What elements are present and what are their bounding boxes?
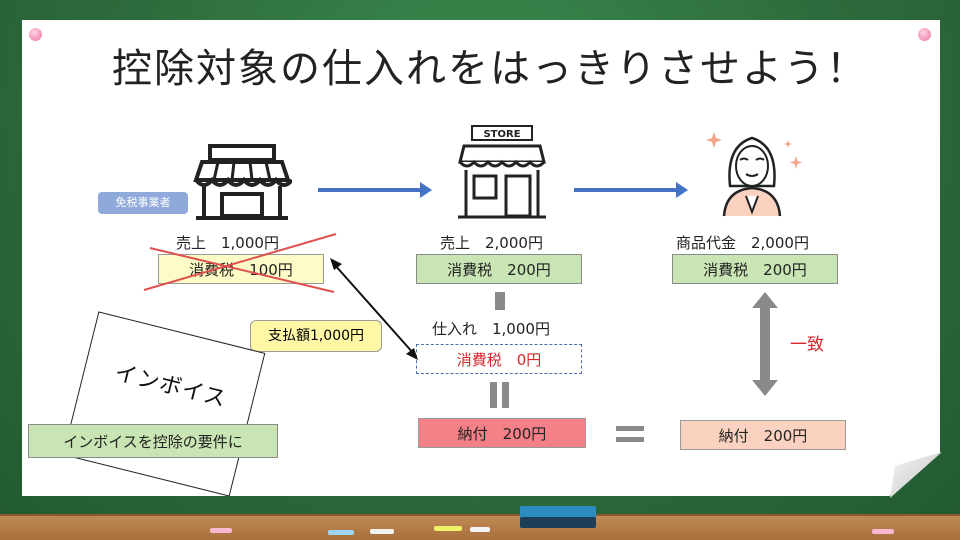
chalk-piece	[872, 529, 894, 534]
middle-sales-label: 売上 2,000円	[440, 234, 543, 252]
chalk-piece	[328, 530, 354, 535]
invoice-doc-text: インボイス	[112, 360, 230, 413]
middle-pay-box: 納付 200円	[418, 418, 586, 448]
eraser	[520, 506, 596, 528]
equals-sign	[502, 382, 509, 408]
left-sales-label: 売上 1,000円	[176, 234, 279, 252]
middle-tax-box: 消費税 200円	[416, 254, 582, 284]
customer-icon	[706, 132, 803, 217]
chalk-piece	[370, 529, 394, 534]
payment-callout: 支払額1,000円	[250, 320, 382, 352]
match-label: 一致	[790, 335, 824, 355]
equals-sign	[490, 382, 497, 408]
chalk-piece	[210, 528, 232, 533]
flow-arrow-right	[574, 182, 688, 198]
strike-cross	[143, 233, 337, 293]
match-arrow	[752, 292, 778, 396]
flow-arrow-right	[318, 182, 432, 198]
price-label: 商品代金 2,000円	[676, 234, 809, 252]
tax-exempt-tag: 免税事業者	[98, 192, 188, 214]
chalk-piece	[434, 526, 462, 531]
shop-icon	[193, 144, 292, 220]
store-icon: STORE	[458, 125, 546, 219]
invoice-requirement-box: インボイスを控除の要件に	[28, 424, 278, 458]
payment-link-arrow	[330, 258, 418, 360]
store-sign-text: STORE	[483, 129, 520, 140]
chalk-piece	[470, 527, 490, 532]
equals-sign	[616, 426, 644, 431]
minus-sign	[495, 292, 505, 310]
purchase-tax-box: 消費税 0円	[416, 344, 582, 374]
pin-icon	[29, 28, 42, 41]
page-title: 控除対象の仕入れをはっきりさせよう！	[112, 46, 868, 92]
right-pay-box: 納付 200円	[680, 420, 846, 450]
equals-sign	[616, 437, 644, 442]
pin-icon	[918, 28, 931, 41]
purchase-label: 仕入れ 1,000円	[432, 320, 550, 338]
right-tax-box: 消費税 200円	[672, 254, 838, 284]
